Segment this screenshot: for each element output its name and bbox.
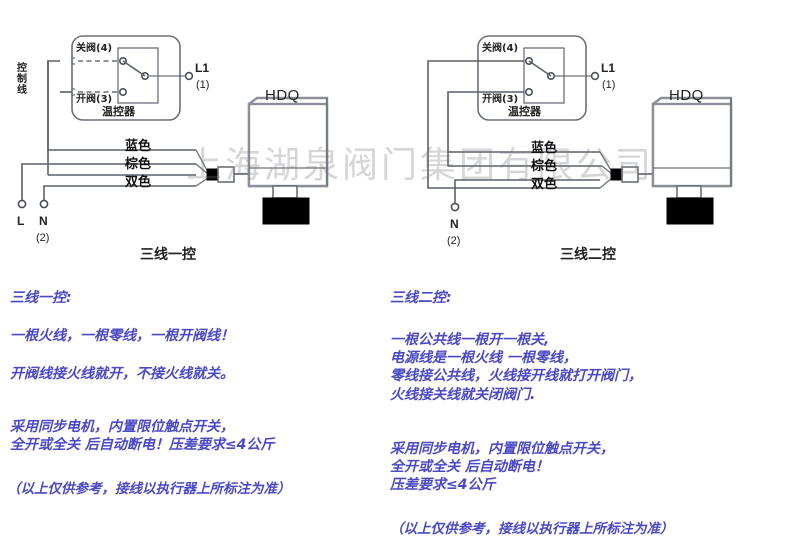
cable-gland <box>217 166 235 183</box>
label-thermostat-2: 温控器 <box>508 105 541 118</box>
label-terminal-open: 开阀(3) <box>76 94 113 105</box>
label-terminal-N: N <box>39 214 48 228</box>
cable-converge-bottom-2 <box>599 177 613 189</box>
wire-brown <box>21 163 196 200</box>
terminal-N <box>39 199 49 209</box>
cable-ferrule-2 <box>610 168 623 181</box>
actuator-neck <box>272 185 298 199</box>
terminal-L1-2 <box>590 71 600 81</box>
bracket-close <box>71 57 75 65</box>
label-L1-2: L1 <box>601 61 616 75</box>
note-right-para1: 一根公共线一根开一根关, 电源线是一根火线 一根零线， 零线接公共线，火线接开线… <box>390 332 642 403</box>
terminal-N-2 <box>450 202 460 212</box>
cable-converge-top-2 <box>599 151 613 173</box>
label-thermostat: 温控器 <box>102 105 135 118</box>
terminal-L <box>17 199 27 209</box>
label-terminal-open-2: 开阀(3) <box>482 94 519 105</box>
diagram-title-left: 三线一控 <box>140 247 196 263</box>
cable-converge-bottom <box>195 177 209 187</box>
label-actuator-hdq-2: HDQ <box>669 87 704 104</box>
note-left-para2: 开阀线接火线就开，不接火线就关。 <box>10 366 234 382</box>
switch-blade-2 <box>528 60 552 77</box>
label-L1-sub: (1) <box>196 79 210 91</box>
thermostat-box <box>71 35 181 121</box>
label-wire-dual: 双色 <box>125 175 152 190</box>
label-wire-dual-2: 双色 <box>531 177 558 192</box>
label-terminal-N-2: N <box>450 217 459 231</box>
wire-close-route <box>427 60 600 189</box>
switch-blade <box>122 60 146 77</box>
cable-gland-2 <box>621 166 639 183</box>
cable-ferrule <box>206 168 219 181</box>
label-terminal-N-sub-2: (2) <box>447 235 461 247</box>
label-wire-brown: 棕色 <box>125 157 152 172</box>
valve-block-2 <box>666 197 714 225</box>
label-L1-sub-2: (1) <box>602 79 616 91</box>
note-right-para2: 采用同步电机，内置限位触点开关， 全开或全关 后自动断电！ 压差要求≤4公斤 <box>390 441 614 494</box>
actuator-front-2 <box>651 102 733 188</box>
note-left-para3: 采用同步电机，内置限位触点开关， 全开或全关 后自动断电！压差要求≤4公斤 <box>10 419 275 454</box>
label-terminal-N-sub: (2) <box>36 232 50 244</box>
label-terminal-L: L <box>17 214 25 228</box>
wire-open-route <box>447 91 602 167</box>
wire-dual <box>43 185 196 200</box>
label-L1: L1 <box>195 61 210 75</box>
cable-converge-mid-2 <box>601 165 613 175</box>
note-left-para1: 一根火线，一根零线，一根开阀线！ <box>10 328 234 344</box>
control-line-upper <box>47 60 60 175</box>
label-wire-brown-2: 棕色 <box>531 159 558 174</box>
diagram-three-wire-one-control <box>17 35 329 225</box>
note-left-para4: （以上仅供参考，接线以执行器上所标注为准） <box>7 481 291 497</box>
thermostat-box-2 <box>477 35 587 121</box>
wire-dual-2 <box>454 179 600 204</box>
label-actuator-hdq: HDQ <box>265 87 300 104</box>
label-wire-blue-2: 蓝色 <box>531 141 558 156</box>
actuator-neck-2 <box>676 185 702 199</box>
note-right-para3: （以上仅供参考，接线以执行器上所标注为准） <box>390 521 674 537</box>
label-wire-blue: 蓝色 <box>125 139 152 154</box>
terminal-L1 <box>184 71 194 81</box>
actuator-front <box>247 102 329 188</box>
note-left-heading: 三线一控: <box>10 290 72 306</box>
cable-converge-mid <box>195 163 209 175</box>
valve-block <box>262 197 310 225</box>
label-terminal-close-2: 关阀(4) <box>482 43 519 54</box>
cable-converge-top <box>195 149 209 173</box>
diagram-title-right: 三线二控 <box>560 247 616 263</box>
label-control-line: 控制线 <box>14 62 26 95</box>
note-right-heading: 三线二控: <box>390 290 452 306</box>
label-terminal-close: 关阀(4) <box>76 43 113 54</box>
switch-contact-open-2 <box>524 88 533 97</box>
switch-contact-open <box>119 88 128 97</box>
diagram-three-wire-two-control <box>427 35 733 225</box>
